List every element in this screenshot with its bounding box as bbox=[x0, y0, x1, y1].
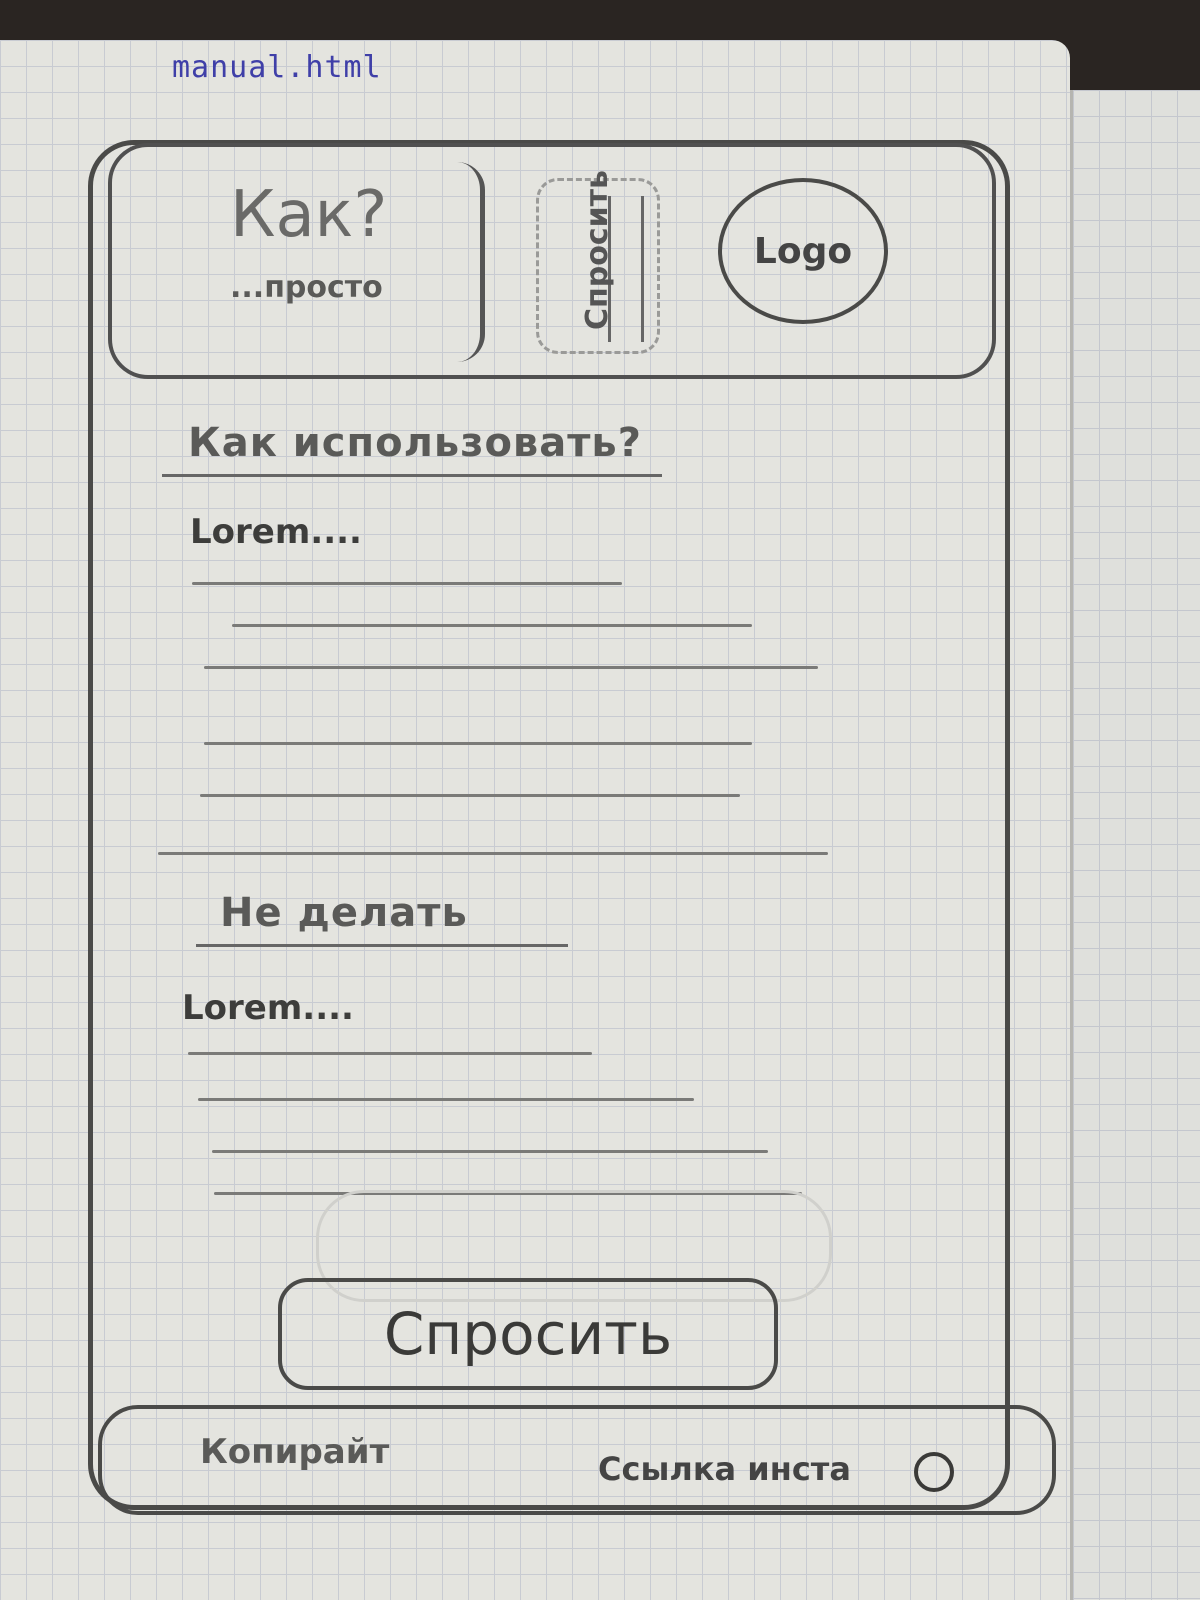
instagram-link[interactable]: Ссылка инста bbox=[598, 1450, 851, 1488]
text-placeholder-line bbox=[232, 624, 752, 627]
file-label: manual.html bbox=[172, 50, 382, 85]
text-placeholder-line bbox=[214, 1192, 802, 1195]
ask-tab-decoration bbox=[608, 196, 644, 342]
ask-tab-label[interactable]: Спросить bbox=[580, 170, 615, 330]
erased-button-sketch bbox=[316, 1190, 832, 1302]
section-underline bbox=[196, 944, 568, 947]
section-title-dont-do: Не делать bbox=[220, 890, 468, 936]
text-placeholder-line bbox=[192, 582, 622, 585]
text-placeholder-line bbox=[158, 852, 828, 855]
ask-button[interactable]: Спросить bbox=[278, 1278, 778, 1390]
logo-label: Logo bbox=[753, 230, 853, 272]
notebook-page bbox=[0, 40, 1070, 1600]
text-placeholder-line bbox=[188, 1052, 592, 1055]
site-footer bbox=[98, 1405, 1056, 1515]
section-underline bbox=[162, 474, 662, 477]
copyright-text: Копирайт bbox=[200, 1432, 390, 1472]
text-placeholder-line bbox=[200, 794, 740, 797]
brand-title: Как? bbox=[230, 178, 388, 252]
page-frame bbox=[88, 140, 1010, 1510]
section-title-how-to-use: Как использовать? bbox=[188, 420, 642, 466]
brand-subtitle: ...просто bbox=[230, 270, 383, 305]
logo[interactable]: Logo bbox=[718, 178, 888, 324]
instagram-icon[interactable] bbox=[914, 1452, 954, 1492]
text-placeholder-line bbox=[198, 1098, 694, 1101]
text-placeholder-line bbox=[204, 742, 752, 745]
notebook-facing-page bbox=[1070, 90, 1200, 1600]
site-header bbox=[108, 143, 996, 379]
brand-block bbox=[170, 162, 485, 362]
text-placeholder-line bbox=[204, 666, 818, 669]
section-lead: Lorem.... bbox=[182, 988, 354, 1028]
section-lead: Lorem.... bbox=[190, 512, 362, 552]
text-placeholder-line bbox=[212, 1150, 768, 1153]
ask-tab[interactable] bbox=[536, 178, 660, 354]
